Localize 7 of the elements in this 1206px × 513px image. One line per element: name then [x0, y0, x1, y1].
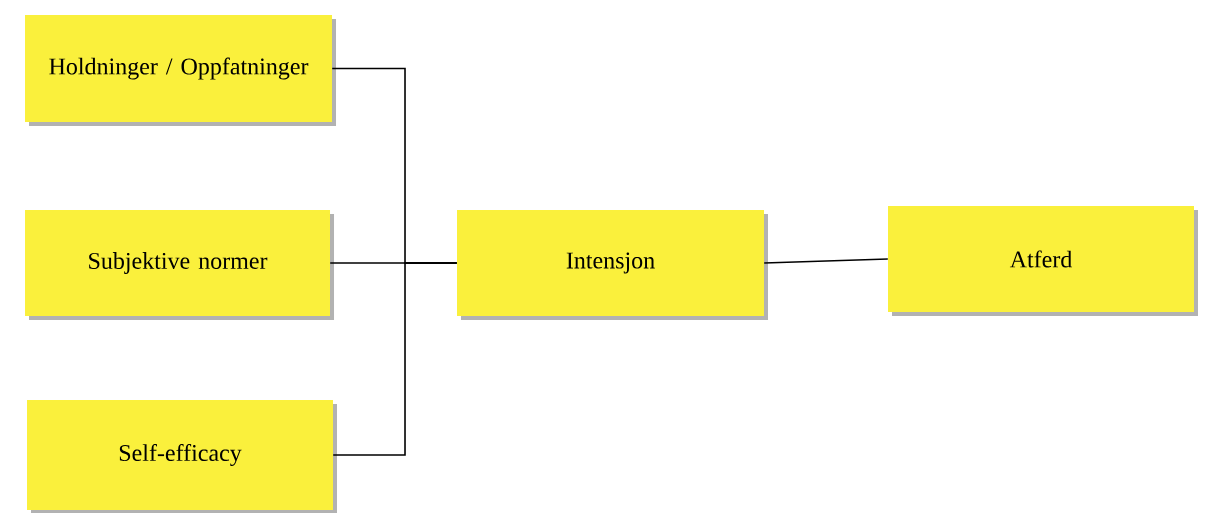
process-box: Intensjon: [457, 210, 768, 320]
connector-line: [332, 262, 458, 456]
process-box: Holdninger / Oppfatninger: [25, 15, 336, 126]
process-box: Subjektive normer: [25, 210, 334, 320]
connector-line: [763, 258, 889, 264]
process-box: Atferd: [888, 206, 1198, 316]
process-box: Self-efficacy: [27, 400, 337, 513]
